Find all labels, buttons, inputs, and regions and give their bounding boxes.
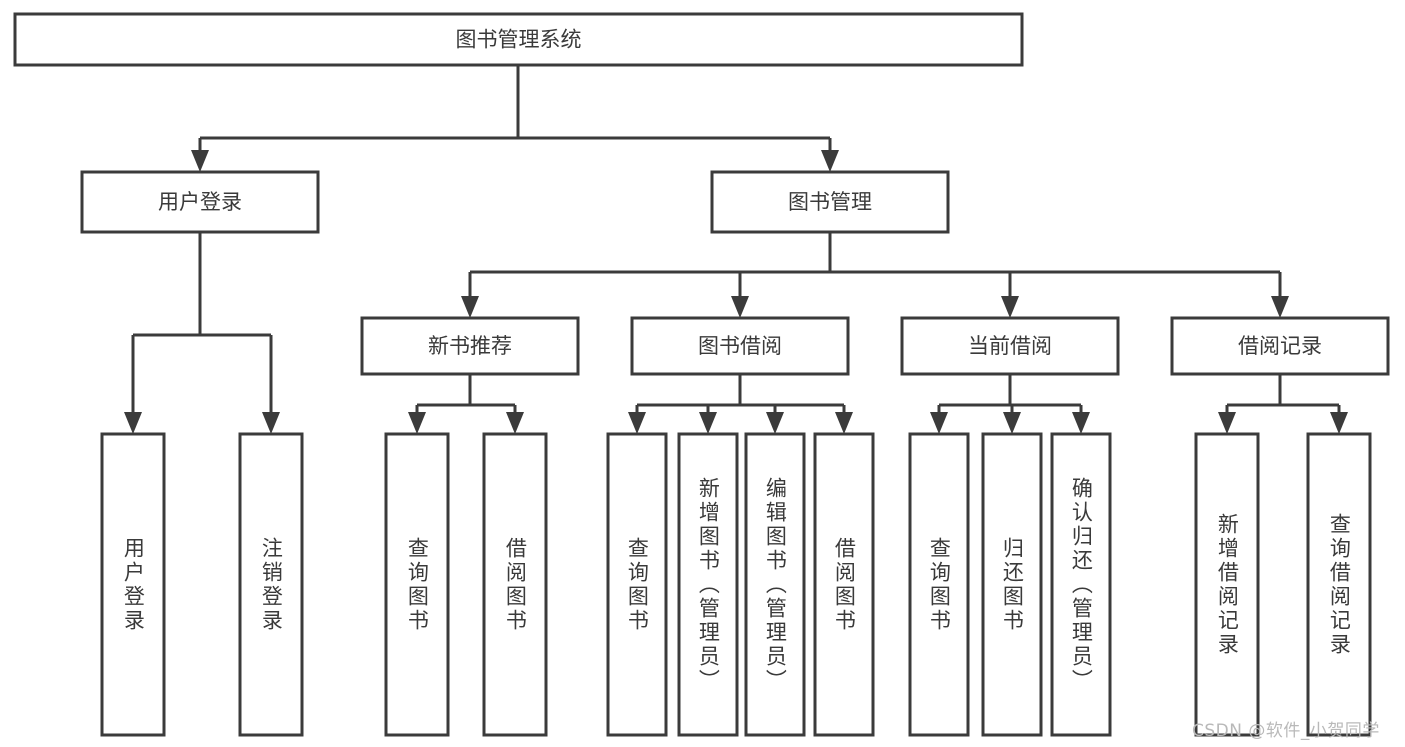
node-box-root[interactable] — [13, 12, 1024, 67]
node-label-user-login: 用户登录 — [158, 190, 242, 214]
node-box-current-borrow[interactable] — [900, 316, 1120, 376]
leaf-box-leaf-borrow-book[interactable] — [813, 432, 875, 737]
leaf-box-leaf-user-logout[interactable] — [238, 432, 304, 737]
leaf-box-leaf-user-login[interactable] — [100, 432, 166, 737]
node-label-current-borrow: 当前借阅 — [968, 334, 1052, 358]
arrow-head-icon-current-borrow-0 — [930, 412, 948, 434]
node-box-book-borrow[interactable] — [630, 316, 850, 376]
arrow-head-icon-book-borrow-2 — [766, 412, 784, 434]
leaf-box-leaf-borrow-book-recommend[interactable] — [482, 432, 548, 737]
arrow-head-icon-user-login-1 — [262, 412, 280, 434]
leaf-box-leaf-add-book-admin[interactable] — [677, 432, 739, 737]
arrow-head-icon-current-borrow-1 — [1003, 412, 1021, 434]
arrow-head-icon-book-borrow-3 — [835, 412, 853, 434]
arrow-head-icon-book-mgmt-1 — [731, 296, 749, 318]
arrow-head-icon-new-book-recommend-1 — [506, 412, 524, 434]
leaf-box-leaf-edit-book-admin[interactable] — [744, 432, 806, 737]
arrow-head-icon-borrow-record-1 — [1330, 412, 1348, 434]
arrow-head-icon-new-book-recommend-0 — [408, 412, 426, 434]
connector-layer — [124, 65, 1348, 434]
arrow-head-icon-root-0 — [191, 150, 209, 172]
arrow-head-icon-book-mgmt-0 — [461, 296, 479, 318]
arrow-head-icon-book-mgmt-2 — [1001, 296, 1019, 318]
node-box-new-book-recommend[interactable] — [360, 316, 580, 376]
node-label-book-management: 图书管理 — [788, 190, 872, 214]
node-label-root: 图书管理系统 — [456, 28, 582, 52]
arrow-head-icon-borrow-record-0 — [1218, 412, 1236, 434]
node-label-borrow-record: 借阅记录 — [1238, 334, 1322, 358]
csdn-watermark: CSDN @软件_小贺同学 — [1192, 721, 1380, 741]
arrow-head-icon-root-1 — [821, 150, 839, 172]
node-label-new-book-recommend: 新书推荐 — [428, 334, 512, 358]
arrow-head-icon-user-login-0 — [124, 412, 142, 434]
leaf-box-leaf-query-book-recommend[interactable] — [384, 432, 450, 737]
arrow-head-icon-book-borrow-0 — [628, 412, 646, 434]
leaf-box-leaf-query-book-borrow[interactable] — [606, 432, 668, 737]
leaf-box-leaf-confirm-return-admin[interactable] — [1050, 432, 1112, 737]
leaf-box-leaf-query-borrow-record[interactable] — [1306, 432, 1372, 737]
node-box-book-management[interactable] — [710, 170, 950, 234]
arrow-head-icon-book-mgmt-3 — [1271, 296, 1289, 318]
node-label-book-borrow: 图书借阅 — [698, 334, 782, 358]
arrow-head-icon-current-borrow-2 — [1072, 412, 1090, 434]
leaf-box-leaf-return-book[interactable] — [981, 432, 1043, 737]
leaf-box-leaf-query-book-current[interactable] — [908, 432, 970, 737]
node-box-layer — [13, 12, 1390, 737]
leaf-box-leaf-add-borrow-record[interactable] — [1194, 432, 1260, 737]
node-box-borrow-record[interactable] — [1170, 316, 1390, 376]
arrow-head-icon-book-borrow-1 — [699, 412, 717, 434]
node-box-user-login[interactable] — [80, 170, 320, 234]
